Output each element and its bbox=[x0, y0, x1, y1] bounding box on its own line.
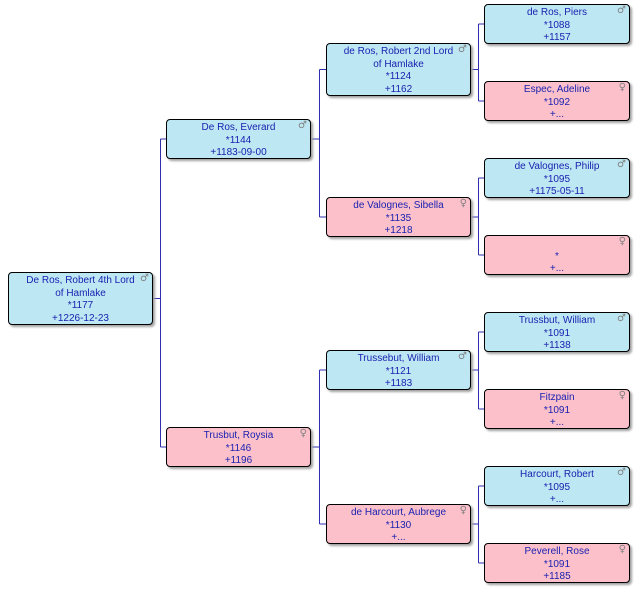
person-name: de Valognes, Sibella bbox=[353, 200, 444, 211]
person-name: Harcourt, Robert bbox=[520, 469, 594, 480]
person-box-trussbut-william[interactable]: Trussbut, William *1091 +1138 ♂ bbox=[484, 312, 630, 352]
person-birth: *1177 bbox=[67, 300, 94, 311]
male-icon: ♂ bbox=[298, 120, 307, 131]
person-box-trussebut-william[interactable]: Trussebut, William *1121 +1183 ♂ bbox=[326, 350, 471, 390]
person-death: +... bbox=[549, 494, 565, 505]
person-death: +... bbox=[549, 109, 565, 120]
female-icon: ♀ bbox=[618, 390, 626, 401]
person-box-unknown[interactable]: * +... ♀ bbox=[484, 235, 630, 275]
person-name: de Harcourt, Aubrege bbox=[350, 507, 447, 518]
person-death: +1162 bbox=[384, 83, 413, 95]
person-birth: *1092 bbox=[543, 96, 571, 108]
person-birth: *1095 bbox=[543, 481, 571, 493]
person-name: De Ros, Robert 4th Lord of Hamlake bbox=[26, 275, 135, 299]
person-death: +... bbox=[549, 263, 565, 274]
person-birth: *1146 bbox=[225, 442, 252, 454]
female-icon: ♀ bbox=[618, 82, 626, 93]
person-birth: *1095 bbox=[543, 173, 571, 185]
person-box-peverell-rose[interactable]: Peverell, Rose *1091 +1185 ♀ bbox=[484, 543, 630, 583]
person-death: +1183-09-00 bbox=[210, 147, 267, 158]
person-name: Fitzpain bbox=[539, 392, 575, 403]
person-birth: *1088 bbox=[543, 19, 571, 31]
male-icon: ♂ bbox=[617, 5, 626, 16]
male-icon: ♂ bbox=[617, 159, 626, 170]
person-death: +1218 bbox=[384, 225, 413, 236]
person-birth: *1091 bbox=[543, 558, 571, 570]
person-box-de-valognes-philip[interactable]: de Valognes, Philip *1095 +1175-05-11 ♂ bbox=[484, 158, 630, 198]
person-death: +1183 bbox=[384, 378, 413, 389]
person-box-de-ros-robert-4th[interactable]: De Ros, Robert 4th Lord of Hamlake *1177… bbox=[8, 272, 153, 325]
female-icon: ♀ bbox=[618, 236, 626, 247]
male-icon: ♂ bbox=[617, 313, 626, 324]
person-box-espec-adeline[interactable]: Espec, Adeline *1092 +... ♀ bbox=[484, 81, 630, 121]
person-death: +1185 bbox=[543, 571, 571, 582]
male-icon: ♂ bbox=[458, 44, 467, 55]
person-box-de-ros-everard[interactable]: De Ros, Everard *1144 +1183-09-00 ♂ bbox=[166, 119, 311, 159]
person-box-trusbut-roysia[interactable]: Trusbut, Roysia *1146 +1196 ♀ bbox=[166, 427, 311, 467]
person-name: de Valognes, Philip bbox=[514, 161, 600, 172]
person-box-de-ros-robert-2nd[interactable]: de Ros, Robert 2nd Lord of Hamlake *1124… bbox=[326, 43, 471, 96]
male-icon: ♂ bbox=[140, 273, 149, 284]
person-birth: *1121 bbox=[385, 365, 412, 377]
person-death: +1175-05-11 bbox=[529, 186, 585, 197]
person-box-fitzpain[interactable]: Fitzpain *1091 +... ♀ bbox=[484, 389, 630, 429]
female-icon: ♀ bbox=[618, 544, 626, 555]
person-name: Trusbut, Roysia bbox=[203, 430, 274, 441]
person-birth: * bbox=[555, 250, 559, 262]
person-box-de-valognes-sibella[interactable]: de Valognes, Sibella *1135 +1218 ♀ bbox=[326, 197, 471, 237]
person-name: Peverell, Rose bbox=[524, 546, 590, 557]
person-death: +1226-12-23 bbox=[52, 312, 109, 324]
person-death: +1196 bbox=[224, 455, 253, 466]
person-name: De Ros, Everard bbox=[201, 122, 276, 133]
person-death: +1138 bbox=[543, 340, 571, 351]
person-birth: *1130 bbox=[385, 519, 412, 531]
person-birth: *1091 bbox=[543, 404, 571, 416]
person-birth: *1124 bbox=[385, 71, 412, 82]
male-icon: ♂ bbox=[617, 467, 626, 478]
female-icon: ♀ bbox=[459, 505, 467, 516]
person-death: +1157 bbox=[543, 32, 571, 43]
person-death: +... bbox=[391, 532, 406, 543]
person-name: Trussbut, William bbox=[518, 315, 596, 326]
male-icon: ♂ bbox=[458, 351, 467, 362]
person-death: +... bbox=[549, 417, 565, 428]
person-box-harcourt-robert[interactable]: Harcourt, Robert *1095 +... ♂ bbox=[484, 466, 630, 506]
female-icon: ♀ bbox=[299, 428, 307, 439]
person-name: de Ros, Piers bbox=[526, 7, 588, 18]
person-name: Espec, Adeline bbox=[523, 84, 591, 95]
person-name: Trussebut, William bbox=[357, 353, 440, 364]
person-box-de-ros-piers[interactable]: de Ros, Piers *1088 +1157 ♂ bbox=[484, 4, 630, 44]
person-box-de-harcourt-aubrege[interactable]: de Harcourt, Aubrege *1130 +... ♀ bbox=[326, 504, 471, 544]
person-birth: *1091 bbox=[543, 327, 571, 339]
person-name: de Ros, Robert 2nd Lord of Hamlake bbox=[343, 46, 454, 70]
person-birth: *1144 bbox=[225, 134, 252, 146]
person-birth: *1135 bbox=[385, 212, 412, 224]
female-icon: ♀ bbox=[459, 198, 467, 209]
person-name bbox=[485, 238, 629, 251]
